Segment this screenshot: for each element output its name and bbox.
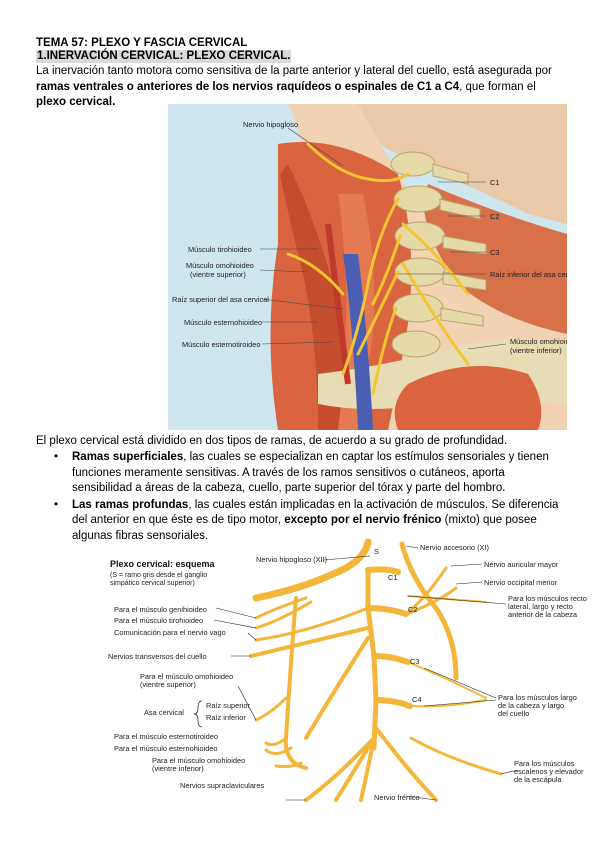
fig2-label-escal-1: Para los músculos	[514, 759, 575, 768]
fig2-label-occipital: Nervio occipital menor	[484, 578, 558, 587]
fig1-label-esternotiroideo: Músculo esternotiroideo	[182, 340, 260, 349]
bullet2-text-a: , las cuales están implicadas en la acti…	[72, 498, 559, 527]
fig1-label-raiz-sup: Raíz superior del asa cervical	[172, 295, 269, 304]
fig2-label-c2: C2	[408, 605, 417, 614]
fig1-label-omohioideo-sup-2: (vientre superior)	[190, 270, 246, 279]
cervical-plexus-diagram: Plexo cervical: esquema (S = ramo gris d…	[108, 538, 587, 802]
fig2-label-raiz-inf: Raíz inferior	[206, 713, 246, 722]
fig1-label-c2: C2	[490, 212, 499, 221]
intro-text-bold-2: plexo cervical.	[36, 96, 116, 108]
fig2-label-auricular: Nervio auricular mayor	[484, 560, 559, 569]
section-heading: 1.INERVACIÓN CERVICAL: PLEXO CERVICAL.	[36, 50, 292, 63]
fig1-label-omohioideo-inf: Músculo omohioideo	[510, 337, 567, 346]
fig2-label-esternohioideo: Para el músculo esternohioideo	[114, 744, 218, 753]
fig2-title: Plexo cervical: esquema	[110, 559, 216, 569]
fig2-label-largo-1: Para los músculos largo	[498, 693, 577, 702]
fig2-label-omo-sup-2: (vientre superior)	[140, 680, 196, 689]
bullet2-text-b: (mixto) que posee algunas fibras sensori…	[72, 514, 537, 542]
fig2-label-c3: C3	[410, 657, 419, 666]
fig2-label-c1: C1	[388, 573, 397, 582]
fig2-label-s: S	[374, 547, 379, 556]
fig2-label-recto-3: anterior de la cabeza	[508, 610, 578, 619]
fig2-label-recto-1: Para los músculos recto	[508, 594, 587, 603]
neck-anatomy-illustration: Nervio hipogloso Músculo tirohioideo Mús…	[168, 104, 567, 430]
fig1-label-raiz-inf: Raíz inferior del asa cervical	[490, 270, 567, 279]
bullet1-bold: Ramas superficiales	[72, 451, 184, 463]
fig2-label-tirohioideo: Para el músculo tirohioideo	[114, 616, 203, 625]
fig2-label-c4: C4	[412, 695, 421, 704]
fig2-label-escal-2: escalenos y elevador	[514, 767, 584, 776]
fig2-label-frenico: Nervio frénico	[374, 793, 420, 802]
bullet-icon: •	[54, 498, 59, 511]
fig1-label-omohioideo-sup: Músculo omohioideo	[186, 261, 254, 270]
fig2-label-esternotiroideo: Para el músculo esternotiroideo	[114, 732, 218, 741]
fig2-label-hipogloso: Nervio hipogloso (XII)	[256, 555, 327, 564]
fig1-label-omohioideo-inf-2: (vientre inferior)	[510, 346, 562, 355]
fig2-label-omo-sup: Para el músculo omohioideo	[140, 672, 233, 681]
fig2-subtitle-1: (S = ramo gris desde el ganglio	[110, 572, 207, 579]
intro-text-bold: ramas ventrales o anteriores de los nerv…	[36, 80, 460, 93]
fig2-label-largo-3: del cuello	[498, 709, 529, 718]
bullet2-bold-2: excepto por el nervio frénico	[284, 514, 442, 526]
fig2-subtitle-2: simpático cervical superior)	[110, 580, 195, 587]
document-title: TEMA 57: PLEXO Y FASCIA CERVICAL	[36, 37, 248, 49]
fig1-label-esternohioideo: Músculo esternohioideo	[184, 318, 262, 327]
fig1-label-c3: C3	[490, 248, 499, 257]
fig1-label-tirohioideo: Músculo tirohioideo	[188, 245, 252, 254]
fig2-label-genihioideo: Para el músculo genihioideo	[114, 605, 207, 614]
fig2-label-supraclav: Nervios supraclaviculares	[180, 781, 265, 790]
intro-text-c: , que forman el	[459, 80, 536, 93]
branch-list: • Ramas superficiales, las cuales se espe…	[36, 450, 566, 545]
fig2-label-vago: Comunicación para el nervio vago	[114, 628, 226, 637]
list-item: • Las ramas profundas, las cuales están i…	[36, 498, 566, 545]
fig2-label-omo-inf: Para el músculo omohioideo	[152, 756, 245, 765]
fig2-label-largo-2: de la cabeza y largo	[498, 701, 564, 710]
fig2-label-recto-2: lateral, largo y recto	[508, 602, 573, 611]
fig1-label-hipogloso: Nervio hipogloso	[243, 120, 298, 129]
bullet-icon: •	[54, 451, 59, 463]
fig2-label-asa: Asa cervical	[144, 708, 184, 717]
fig2-label-raiz-sup: Raíz superior	[206, 701, 250, 710]
list-item: • Ramas superficiales, las cuales se espe…	[36, 450, 566, 497]
intro-text-a: La inervación tanto motora como sensitiv…	[36, 65, 552, 77]
bullet1-text: , las cuales se especializan en captar l…	[72, 451, 549, 494]
fig2-label-escal-3: de la escápula	[514, 775, 563, 784]
fig1-label-c1: C1	[490, 178, 499, 187]
fig2-label-omo-inf-2: (vientre inferior)	[152, 764, 204, 773]
fig2-label-accesorio: Nervio accesorio (XI)	[420, 543, 489, 552]
bullet2-bold: Las ramas profundas	[72, 498, 189, 511]
fig2-label-transversos: Nervios transversos del cuello	[108, 652, 207, 661]
division-paragraph: El plexo cervical está dividido en dos t…	[36, 435, 508, 447]
intro-paragraph: La inervación tanto motora como sensitiv…	[36, 64, 566, 111]
